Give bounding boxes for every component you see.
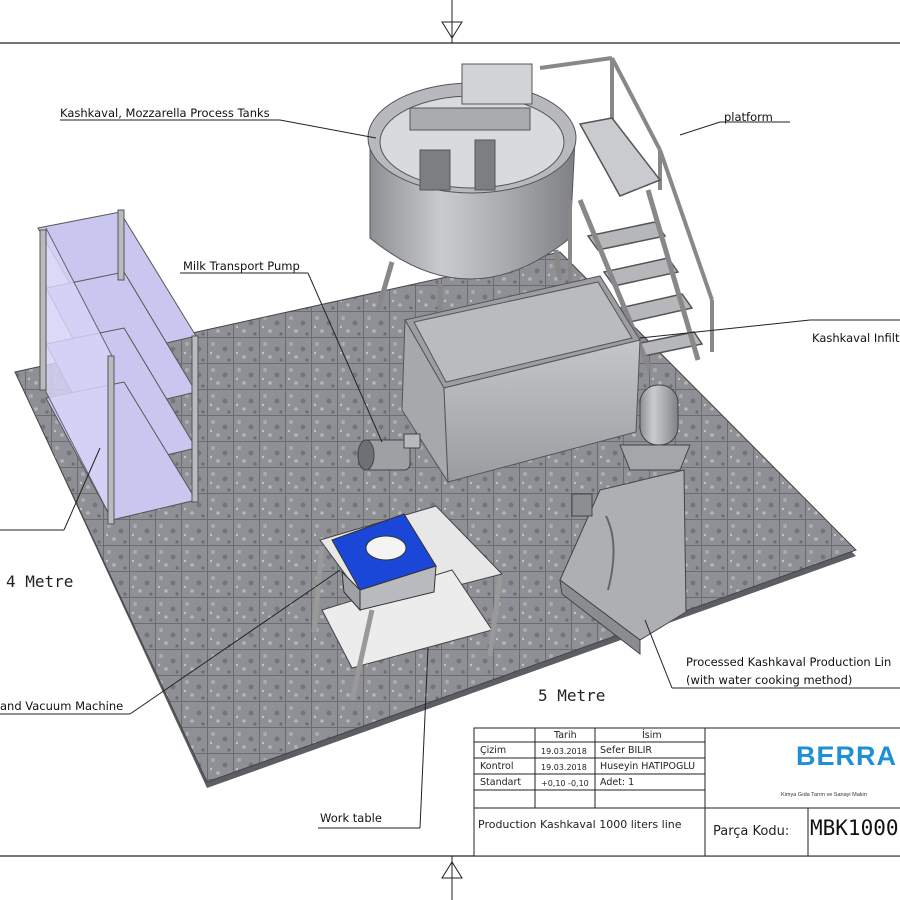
title-block-row-date: 19.03.2018: [541, 763, 587, 772]
label-production-line-method: (with water cooking method): [686, 673, 853, 687]
process-tank: [367, 63, 577, 312]
dimension-width: 4 Metre: [6, 572, 74, 591]
shelf-unit: [37, 209, 199, 525]
title-block-row-date: 19.03.2018: [541, 747, 587, 756]
vacuum-machine: [331, 513, 437, 612]
title-block-row-date: +0,10 -0,10: [541, 779, 589, 788]
label-milk-pump: Milk Transport Pump: [183, 259, 300, 273]
top-center-mark: [441, 0, 463, 43]
title-block-row-name: Sefer BILIR: [600, 745, 653, 756]
title-block-description: Production Kashkaval 1000 liters line: [478, 818, 682, 831]
label-process-tanks: Kashkaval, Mozzarella Process Tanks: [60, 106, 270, 120]
title-block-row-label: Çizim: [480, 745, 507, 756]
title-block-header-name: İsim: [642, 730, 662, 741]
label-infiltration: Kashkaval Infilt: [812, 331, 900, 345]
title-block-header-date: Tarih: [554, 730, 577, 741]
leader-lines: [0, 119, 900, 829]
title-block-row-name: Huseyin HATIPOGLU: [600, 761, 696, 772]
platform: [539, 56, 714, 371]
milk-transport-pump: [357, 433, 421, 471]
company-logo: BERRA: [796, 741, 898, 771]
dimension-length: 5 Metre: [538, 686, 606, 705]
label-work-table: Work table: [320, 811, 382, 825]
label-platform: platform: [724, 110, 773, 124]
title-block: [473, 727, 900, 857]
title-block-row-name: Adet: 1: [600, 777, 635, 788]
infiltration-tank: [401, 275, 641, 484]
title-block-part-code: MBK1000: [810, 816, 899, 840]
company-tagline: Kimya Gıda Tarım ve Sanayi Makin: [781, 792, 867, 798]
bottom-center-mark: [441, 856, 463, 900]
label-production-line: Processed Kashkaval Production Lin: [686, 655, 892, 669]
title-block-part-code-label: Parça Kodu:: [713, 824, 790, 839]
production-machine: [559, 384, 691, 656]
title-block-row-label: Kontrol: [480, 761, 514, 772]
title-block-row-label: Standart: [480, 777, 522, 788]
label-vacuum-machine: and Vacuum Machine: [0, 699, 124, 713]
